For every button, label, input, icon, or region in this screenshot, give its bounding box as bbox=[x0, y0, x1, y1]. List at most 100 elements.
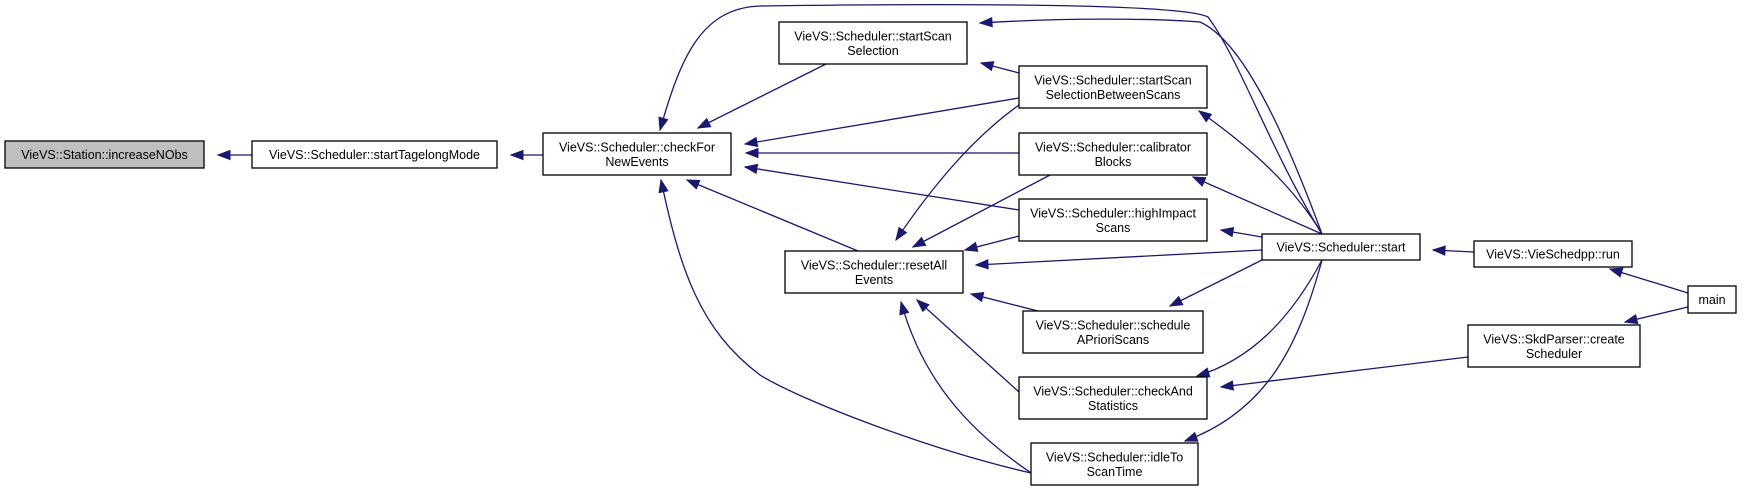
edge-arrowhead bbox=[1195, 367, 1211, 378]
edge-line bbox=[1198, 110, 1323, 235]
node-start[interactable]: VieVS::Scheduler::start bbox=[1261, 233, 1421, 261]
edge-checkForNewEvents-to-startTagelongMode bbox=[509, 149, 543, 161]
edge-arrowhead bbox=[974, 259, 989, 270]
edge-line bbox=[744, 166, 1020, 211]
node-box bbox=[1030, 442, 1199, 486]
edge-arrowhead bbox=[969, 292, 985, 303]
edge-arrowhead bbox=[963, 241, 979, 252]
node-label: Selection bbox=[847, 44, 898, 58]
edge-resetAllEvents-to-checkForNewEvents bbox=[685, 179, 859, 252]
node-main[interactable]: main bbox=[1687, 285, 1737, 314]
edge-start-to-highImpactScans bbox=[1219, 226, 1263, 238]
edge-line bbox=[1196, 259, 1323, 377]
edge-arrowhead bbox=[1191, 176, 1207, 187]
node-label: VieVS::SkdParser::create bbox=[1483, 332, 1625, 346]
edge-arrowhead bbox=[1431, 245, 1446, 256]
edge-arrowhead bbox=[1168, 295, 1184, 307]
node-label: Blocks bbox=[1095, 155, 1132, 169]
node-label: VieVS::VieSchedpp::run bbox=[1486, 248, 1620, 262]
node-box bbox=[1261, 233, 1421, 261]
node-label: NewEvents bbox=[605, 155, 668, 169]
edge-line bbox=[900, 301, 1051, 486]
edge-startScanSelectionBetweenScans-to-startScanSelection bbox=[979, 61, 1020, 74]
node-box bbox=[1467, 324, 1641, 368]
node-box bbox=[1473, 240, 1633, 268]
edge-line bbox=[697, 63, 827, 129]
node-label: VieVS::Scheduler::calibrator bbox=[1035, 140, 1191, 154]
edge-arrowhead bbox=[1219, 226, 1235, 238]
node-label: VieVS::Scheduler::highImpact bbox=[1030, 206, 1196, 220]
node-box bbox=[1018, 376, 1208, 420]
edge-line bbox=[916, 299, 1020, 393]
node-label: Events bbox=[855, 273, 893, 287]
node-box bbox=[4, 140, 205, 169]
node-box bbox=[784, 250, 964, 294]
edge-arrowhead bbox=[978, 17, 993, 28]
node-label: VieVS::Scheduler::resetAll bbox=[801, 258, 947, 272]
edge-startScanSelectionBetweenScans-to-resetAllEvents bbox=[895, 104, 1020, 242]
edge-line bbox=[912, 174, 1051, 248]
edge-start-to-calibratorBlocks bbox=[1191, 176, 1323, 235]
edge-idleToScanTime-to-resetAllEvents bbox=[899, 300, 1051, 486]
edge-line bbox=[1184, 259, 1323, 442]
edge-arrowhead bbox=[744, 147, 759, 159]
edge-arrowhead bbox=[743, 163, 759, 175]
edge-calibratorBlocks-to-resetAllEvents bbox=[911, 174, 1051, 248]
edge-arrowhead bbox=[1623, 314, 1639, 325]
node-box bbox=[1022, 310, 1204, 354]
edge-start-to-checkForNewEvents bbox=[658, 3, 1323, 235]
node-label: VieVS::Scheduler::start bbox=[1276, 241, 1406, 255]
node-label: VieVS::Scheduler::checkAnd bbox=[1033, 384, 1193, 398]
edge-arrowhead bbox=[696, 117, 712, 129]
node-box bbox=[778, 21, 968, 65]
edge-main-to-createScheduler bbox=[1623, 306, 1689, 325]
edge-highImpactScans-to-checkForNewEvents bbox=[743, 163, 1020, 211]
edge-startScanSelection-to-checkForNewEvents bbox=[696, 63, 827, 129]
edge-arrowhead bbox=[899, 300, 910, 316]
edge-run-to-start bbox=[1431, 245, 1475, 256]
node-increaseNObs[interactable]: VieVS::Station::increaseNObs bbox=[4, 140, 205, 169]
node-label: VieVS::Scheduler::startTagelongMode bbox=[269, 148, 480, 162]
edge-startTagelongMode-to-increaseNObs bbox=[216, 149, 252, 161]
node-label: VieVS::Scheduler::startScan bbox=[1034, 73, 1192, 87]
edge-start-to-idleToScanTime bbox=[1183, 259, 1323, 442]
edge-arrowhead bbox=[509, 149, 524, 161]
node-startTagelongMode[interactable]: VieVS::Scheduler::startTagelongMode bbox=[251, 140, 498, 169]
edge-arrowhead bbox=[895, 226, 908, 242]
edge-line bbox=[895, 104, 1020, 241]
edge-arrowhead bbox=[1183, 431, 1199, 442]
node-startScanSelectionBetweenScans[interactable]: VieVS::Scheduler::startScanSelectionBetw… bbox=[1018, 65, 1208, 109]
node-label: Scans bbox=[1096, 221, 1131, 235]
edge-calibratorBlocks-to-checkForNewEvents bbox=[744, 147, 1019, 159]
edge-createScheduler-to-checkAndStatistics bbox=[1219, 356, 1469, 391]
edge-line bbox=[660, 179, 1032, 474]
edge-arrowhead bbox=[216, 149, 231, 161]
edge-main-to-run bbox=[1608, 267, 1689, 294]
edge-arrowhead bbox=[658, 178, 669, 194]
node-box bbox=[1018, 132, 1208, 176]
node-run[interactable]: VieVS::VieSchedpp::run bbox=[1473, 240, 1633, 268]
node-label: SelectionBetweenScans bbox=[1046, 88, 1181, 102]
node-label: VieVS::Scheduler::idleTo bbox=[1046, 450, 1183, 464]
node-label: APrioriScans bbox=[1077, 333, 1149, 347]
edge-start-to-scheduleAPrioriScans bbox=[1168, 259, 1263, 307]
node-label: VieVS::Scheduler::startScan bbox=[794, 29, 952, 43]
node-label: ScanTime bbox=[1087, 465, 1143, 479]
edge-arrowhead bbox=[1608, 267, 1624, 278]
call-graph-edges bbox=[216, 3, 1689, 486]
edge-checkAndStatistics-to-resetAllEvents bbox=[915, 299, 1020, 393]
edge-start-to-startScanSelection bbox=[978, 17, 1323, 235]
edge-arrowhead bbox=[1219, 380, 1235, 391]
node-box bbox=[1687, 285, 1737, 314]
node-label: Scheduler bbox=[1526, 347, 1582, 361]
